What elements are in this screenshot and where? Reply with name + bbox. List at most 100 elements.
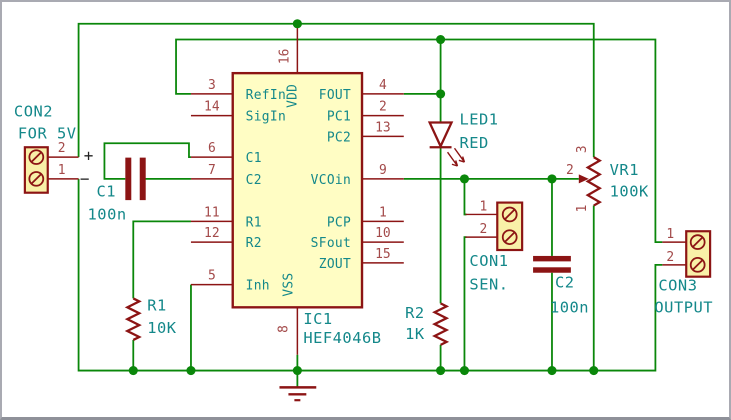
led1-emission-arrow-icon bbox=[446, 151, 459, 167]
junction-dot bbox=[128, 366, 138, 376]
con2-label: FOR 5V bbox=[18, 124, 77, 142]
pin-num-12: 12 bbox=[204, 226, 220, 241]
pin-num-1: 1 bbox=[379, 205, 387, 220]
pin-num-16: 16 bbox=[277, 49, 292, 64]
con3-ref: CON3 bbox=[658, 277, 697, 295]
resistor-r2: R2 1K bbox=[405, 302, 450, 346]
con3-screw-icon bbox=[689, 234, 706, 250]
pin-name-pc1: PC1 bbox=[327, 110, 351, 125]
pin-name-vcoin: VCOin bbox=[311, 173, 351, 188]
wire-r1-top bbox=[132, 220, 191, 299]
c1-value: 100n bbox=[88, 205, 127, 223]
con2-screw-icon bbox=[28, 149, 45, 165]
pin-name-pcp: PCP bbox=[327, 215, 351, 230]
capacitor-c1: C1 100n bbox=[88, 157, 146, 223]
junction-dot bbox=[292, 19, 302, 29]
resistor-r1: R1 10K bbox=[124, 296, 177, 341]
wire-fout-rail bbox=[175, 38, 663, 243]
vr1-wiper-arrow-icon bbox=[578, 174, 589, 184]
pin-num-10: 10 bbox=[375, 226, 391, 241]
pin-name-fout: FOUT bbox=[319, 88, 351, 103]
led1: LED1 RED bbox=[427, 111, 498, 167]
wires bbox=[77, 22, 663, 388]
junction-dot bbox=[436, 89, 446, 99]
pin-name-vss: VSS bbox=[281, 273, 296, 297]
con3-screw-slot bbox=[691, 236, 704, 248]
con2-pin1-num: 1 bbox=[58, 163, 66, 178]
wire-5v-rail bbox=[77, 22, 595, 158]
c2-plate bbox=[533, 255, 571, 262]
c2-value: 100n bbox=[550, 298, 589, 316]
c2-plate bbox=[533, 267, 571, 273]
junction-dots bbox=[128, 19, 599, 376]
pin-num-3: 3 bbox=[208, 78, 216, 93]
pin-name-r1: R1 bbox=[246, 215, 262, 230]
pin-num-7: 7 bbox=[208, 163, 216, 178]
con1-pin2-num: 2 bbox=[479, 222, 487, 237]
junction-dot bbox=[186, 366, 196, 376]
potentiometer-vr1: 3 1 2 VR1 100K bbox=[566, 145, 649, 212]
junction-dot bbox=[436, 35, 446, 45]
capacitor-c2: C2 100n bbox=[533, 255, 589, 316]
con1-screw-icon bbox=[501, 229, 518, 245]
pin-name-refin: RefIn bbox=[246, 88, 286, 103]
con3-label: OUTPUT bbox=[654, 298, 713, 316]
con1-screw-icon bbox=[501, 206, 518, 223]
pin-num-5: 5 bbox=[208, 269, 216, 284]
vr1-ref: VR1 bbox=[610, 161, 639, 179]
c1-plate bbox=[125, 157, 132, 201]
wire-gnd-rail bbox=[77, 178, 663, 372]
con1-label: SEN. bbox=[469, 276, 508, 294]
con3-pin1-num: 1 bbox=[666, 227, 674, 242]
junction-dot bbox=[459, 174, 470, 184]
led1-emission-arrow-icon bbox=[453, 147, 466, 163]
pin-name-c2: C2 bbox=[246, 173, 262, 188]
con2-screw-icon bbox=[28, 171, 45, 187]
vr1-pin2-num: 2 bbox=[566, 163, 574, 178]
r2-zigzag bbox=[432, 302, 450, 346]
pin-name-sigin: SigIn bbox=[246, 110, 286, 125]
con2-ref: CON2 bbox=[14, 103, 53, 121]
r2-ref: R2 bbox=[405, 304, 425, 322]
junction-dot bbox=[292, 366, 302, 376]
pin-num-13: 13 bbox=[375, 120, 391, 135]
pin-name-sfout: SFout bbox=[311, 236, 351, 251]
pin-num-6: 6 bbox=[208, 141, 216, 156]
con2-screw-slot bbox=[30, 151, 43, 163]
con3-screw-icon bbox=[689, 257, 706, 273]
con3-body bbox=[685, 230, 712, 278]
pin-num-11: 11 bbox=[204, 205, 220, 220]
pin-num-2: 2 bbox=[379, 100, 387, 115]
con3-pin2-num: 2 bbox=[666, 250, 674, 265]
con1-screw-slot bbox=[503, 208, 516, 221]
r1-value: 10K bbox=[147, 319, 177, 337]
ic-pin-lines bbox=[190, 23, 404, 355]
connector-con3: 1 2 CON3 OUTPUT bbox=[654, 227, 713, 316]
ic-part-number: HEF4046B bbox=[303, 329, 381, 347]
con1-ref: CON1 bbox=[469, 252, 508, 270]
r1-zigzag bbox=[124, 297, 142, 341]
connector-con1: 1 2 CON1 SEN. bbox=[465, 200, 524, 294]
wire-c1-loop bbox=[103, 142, 191, 180]
junction-dot bbox=[589, 366, 599, 376]
vr1-value: 100K bbox=[610, 183, 649, 201]
pin-name-zout: ZOUT bbox=[319, 257, 351, 272]
minus-polarity-mark: − bbox=[80, 169, 90, 188]
vr1-pin1-num: 1 bbox=[575, 205, 590, 213]
pin-name-inh: Inh bbox=[246, 279, 270, 294]
junction-dot bbox=[547, 174, 557, 184]
ic-pin-names: RefIn SigIn C1 C2 R1 R2 Inh FOUT PC1 PC2… bbox=[246, 84, 351, 297]
pin-num-8: 8 bbox=[276, 325, 291, 333]
ic-pin-numbers: 3 14 6 7 11 12 5 4 2 13 9 1 10 15 16 8 bbox=[204, 49, 391, 333]
con2-screw-slot bbox=[30, 173, 43, 185]
con3-screw-slot bbox=[691, 259, 704, 271]
con1-screw-slot bbox=[503, 231, 516, 243]
con1-body bbox=[496, 201, 524, 252]
vr1-pin3-num: 3 bbox=[575, 145, 590, 153]
junction-dot bbox=[459, 366, 470, 376]
pin-num-4: 4 bbox=[379, 78, 387, 93]
pin-num-14: 14 bbox=[204, 100, 220, 115]
c2-ref: C2 bbox=[555, 274, 575, 292]
junction-dot bbox=[436, 366, 446, 376]
